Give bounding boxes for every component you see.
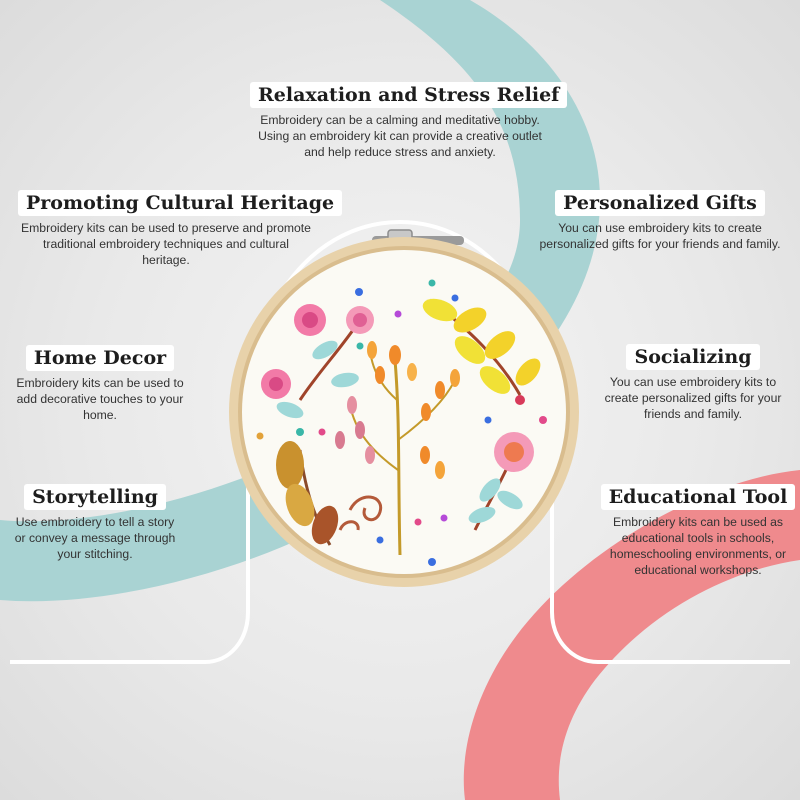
frame-outline <box>10 219 790 664</box>
feature-text: Embroidery kits can be used as education… <box>609 515 787 577</box>
feature-title: Storytelling <box>24 484 166 510</box>
feature-educational: Educational Tool Embroidery kits can be … <box>600 484 796 578</box>
feature-heritage: Promoting Cultural Heritage Embroidery k… <box>18 190 343 268</box>
feature-title: Socializing <box>626 344 760 370</box>
feature-gifts: Personalized Gifts You can use embroider… <box>528 190 792 252</box>
feature-storytelling: Storytelling Use embroidery to tell a st… <box>10 484 180 562</box>
feature-text: Embroidery kits can be used to preserve … <box>21 221 311 267</box>
feature-socializing: Socializing You can use embroidery kits … <box>600 344 786 422</box>
feature-relaxation: Relaxation and Stress Relief Embroidery … <box>250 82 568 160</box>
feature-text: Use embroidery to tell a story or convey… <box>14 515 176 561</box>
feature-text: You can use embroidery kits to create pe… <box>539 221 781 251</box>
feature-text: Embroidery kits can be used to add decor… <box>16 376 184 422</box>
feature-title: Promoting Cultural Heritage <box>18 190 343 216</box>
coral-arc <box>463 470 800 800</box>
feature-title: Educational Tool <box>600 484 796 510</box>
feature-decor: Home Decor Embroidery kits can be used t… <box>8 345 192 423</box>
feature-text: Embroidery can be a calming and meditati… <box>258 113 542 159</box>
feature-text: You can use embroidery kits to create pe… <box>604 375 782 421</box>
feature-title: Home Decor <box>25 345 175 371</box>
feature-title: Relaxation and Stress Relief <box>250 82 568 108</box>
feature-title: Personalized Gifts <box>555 190 765 216</box>
